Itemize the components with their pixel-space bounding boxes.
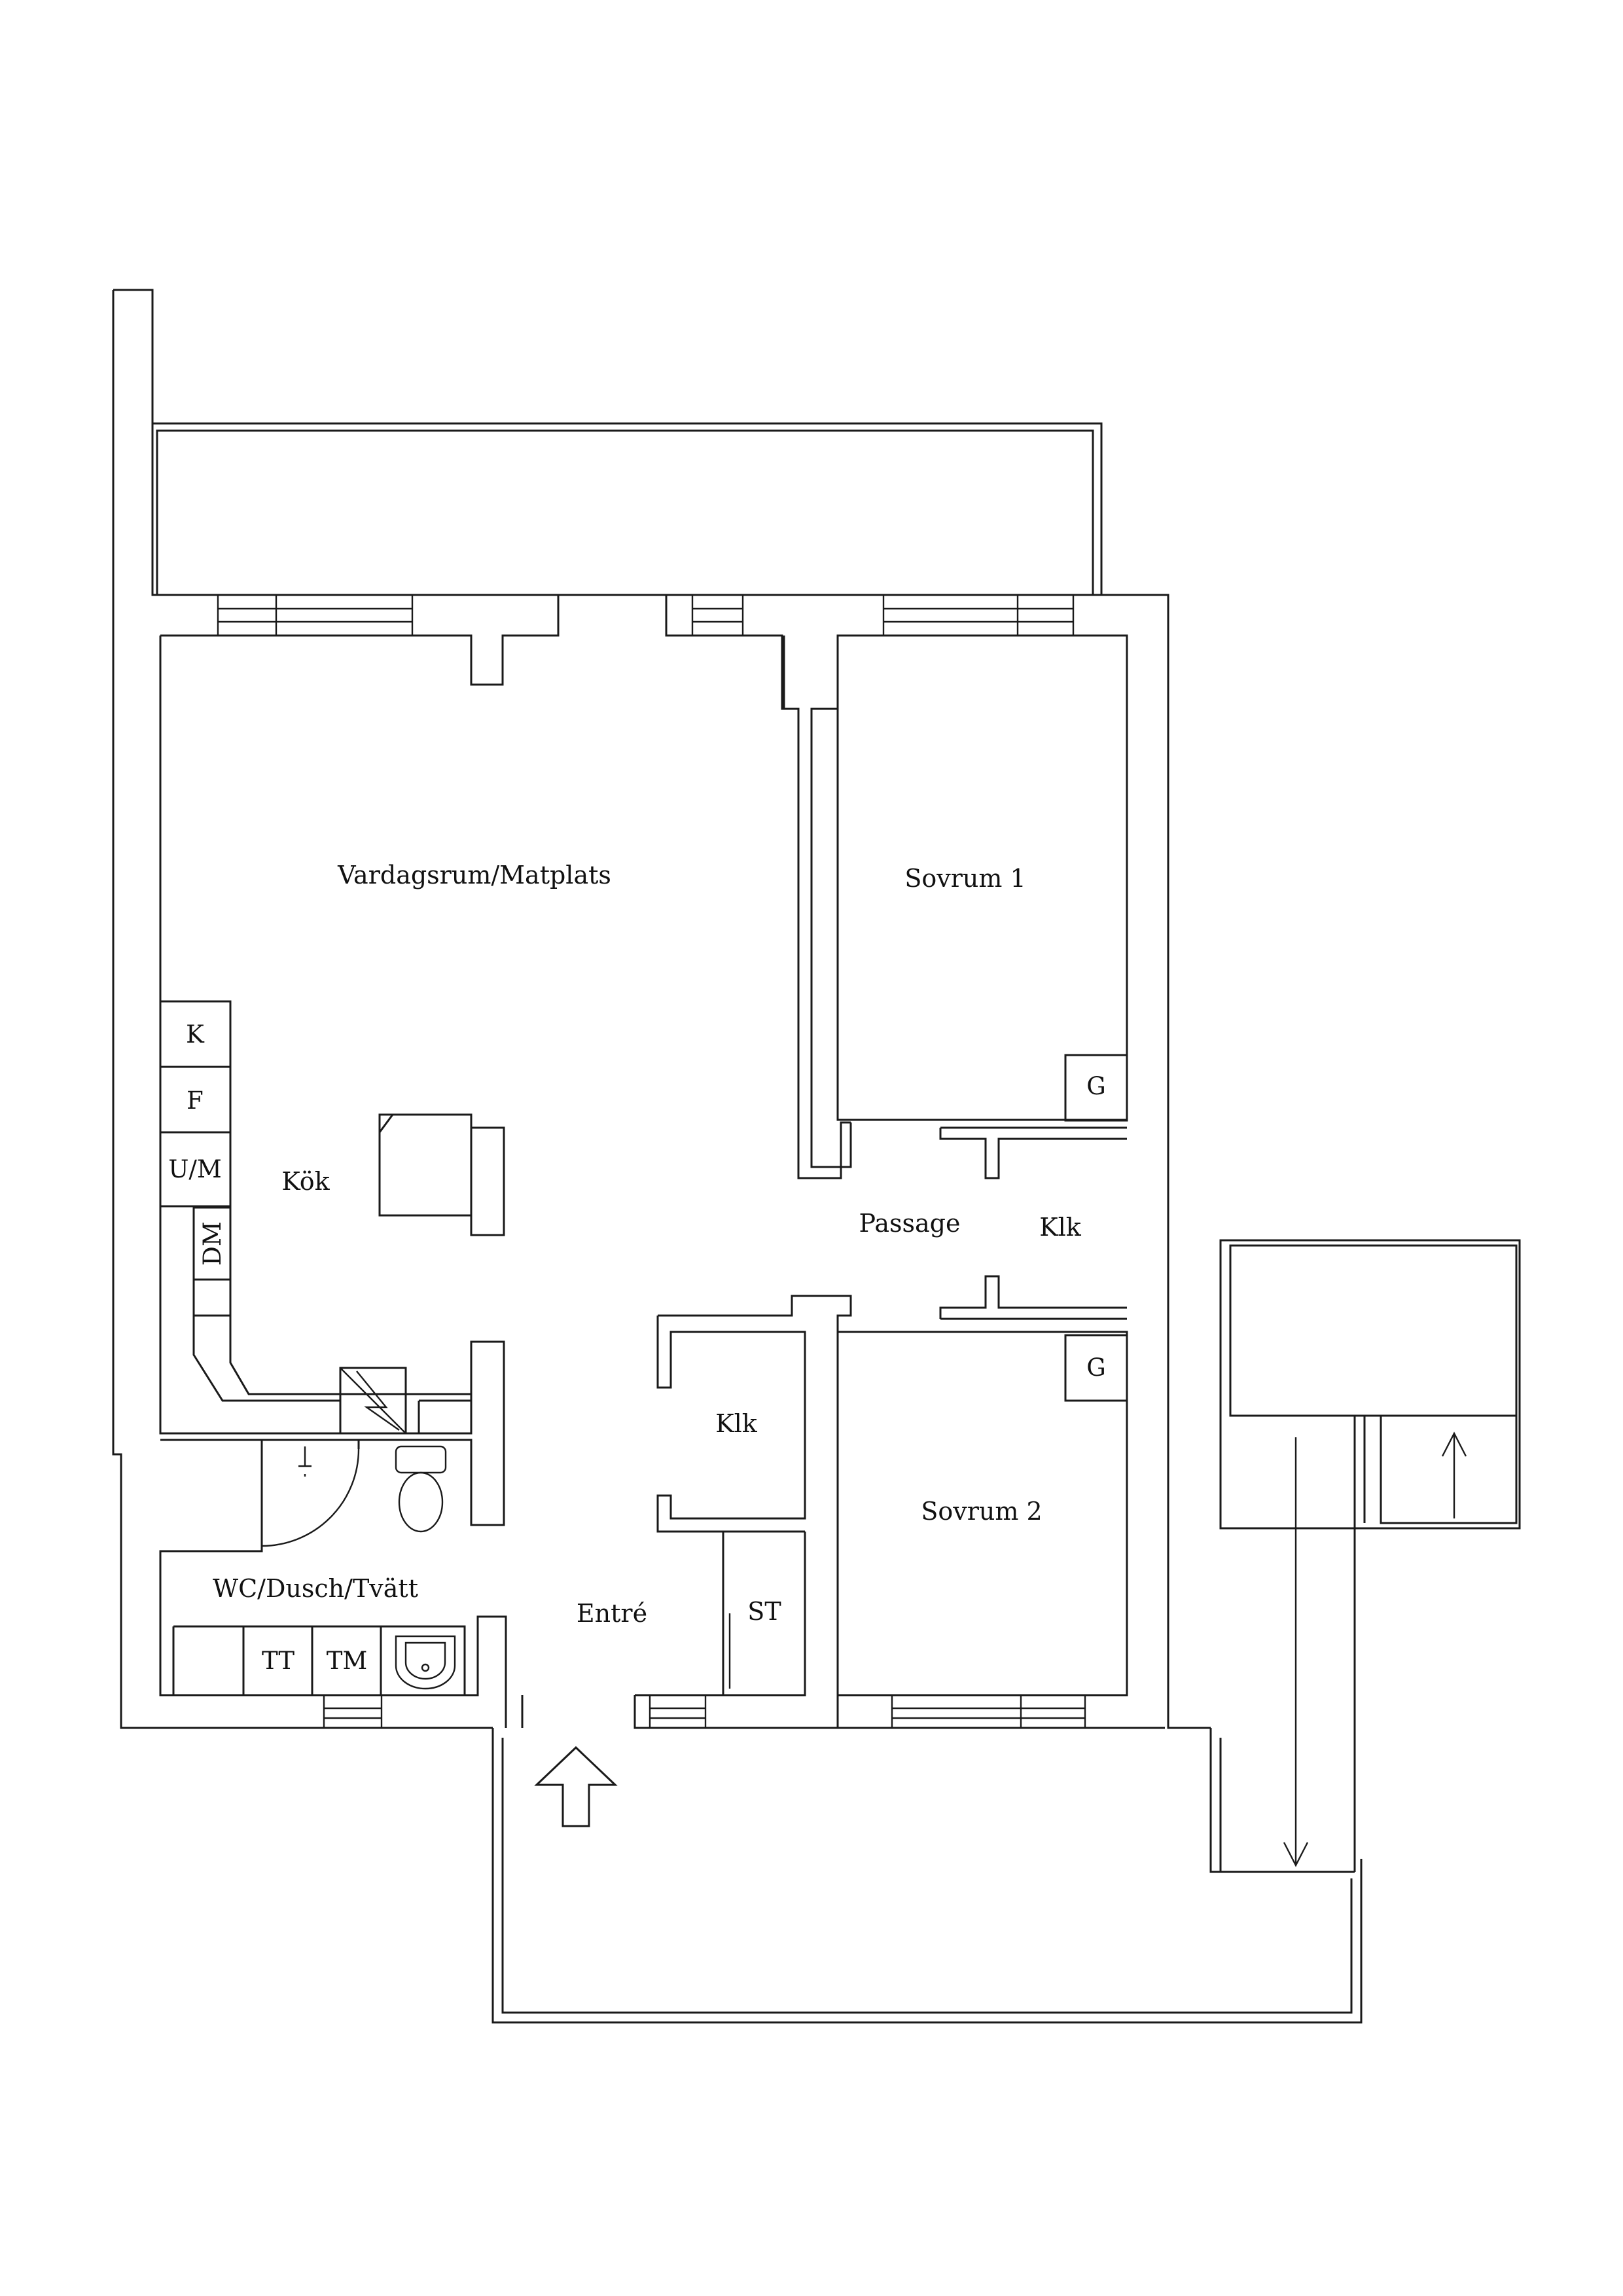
sink-icon [395, 1635, 456, 1690]
label-washer: TM [327, 1647, 368, 1675]
tap-icon [298, 1446, 312, 1477]
shower-quarter-circle-icon [261, 1448, 360, 1547]
entrance-arrow-icon [534, 1746, 618, 1827]
toilet-icon [395, 1445, 447, 1533]
wall-closet-center [656, 1295, 852, 1728]
balcony-south-inner [501, 1738, 1353, 2014]
label-entrance: Entré [577, 1599, 647, 1628]
wardrobe-2 [1064, 1334, 1128, 1402]
bedroom-2-outline [836, 1331, 1128, 1696]
wall-closet-right [939, 1126, 1127, 1320]
bedroom-1-outline [836, 634, 1128, 1121]
windows-north [217, 594, 1075, 636]
label-storage: ST [747, 1597, 781, 1626]
label-wardrobe-1: G [1086, 1072, 1106, 1100]
wall-south [521, 1694, 1165, 1729]
label-bathroom: WC/Dusch/Tvätt [213, 1574, 418, 1603]
stair-upper-inner [1229, 1244, 1518, 1417]
label-living-dining: Vardagsrum/Matplats [337, 861, 611, 889]
walls [112, 289, 1521, 2024]
window-bed2-south [891, 1695, 1086, 1728]
label-freezer: F [187, 1086, 204, 1115]
outer-wall-left [112, 289, 493, 1729]
label-passage: Passage [859, 1209, 961, 1238]
storage-sliding-door [722, 1538, 731, 1689]
fireplace-icon [339, 1367, 407, 1435]
window-bath-south [323, 1695, 383, 1728]
armchair-icon [378, 1113, 505, 1236]
stair-upper-outer [1219, 1239, 1521, 1530]
appliance-labels: K F U/M DM TT TM G G [168, 1020, 1106, 1675]
label-bedroom-2: Sovrum 2 [921, 1497, 1042, 1526]
stairwell [1209, 1239, 1521, 1873]
label-wardrobe-2: G [1086, 1354, 1106, 1382]
room-labels: Vardagsrum/Matplats Sovrum 1 Kök Passage… [213, 861, 1082, 1628]
balcony-north-inner [156, 429, 1094, 596]
outer-wall-north [152, 594, 1211, 1729]
wall-bathroom [159, 1439, 507, 1728]
wall-bed1-west [783, 636, 852, 1168]
label-closet-center: Klk [715, 1409, 758, 1438]
label-dishwasher: DM [198, 1221, 226, 1266]
laundry-bench [172, 1625, 466, 1695]
wall-living-west [159, 636, 505, 1526]
label-closet-right: Klk [1039, 1213, 1082, 1242]
wardrobe-1 [1064, 1054, 1128, 1122]
stairs-down-arrow-icon [1283, 1437, 1309, 1867]
label-dryer: TT [262, 1647, 294, 1675]
label-oven-microwave: U/M [168, 1155, 222, 1183]
label-fridge: K [186, 1020, 205, 1049]
kitchen-counter [159, 1000, 471, 1433]
label-kitchen: Kök [281, 1167, 330, 1196]
balcony-south-outer [491, 1728, 1363, 2024]
label-bedroom-1: Sovrum 1 [904, 864, 1026, 893]
balcony-north-outer [151, 422, 1103, 596]
window-entry-south [649, 1695, 707, 1728]
stairs-up-arrow-icon [1441, 1431, 1467, 1518]
